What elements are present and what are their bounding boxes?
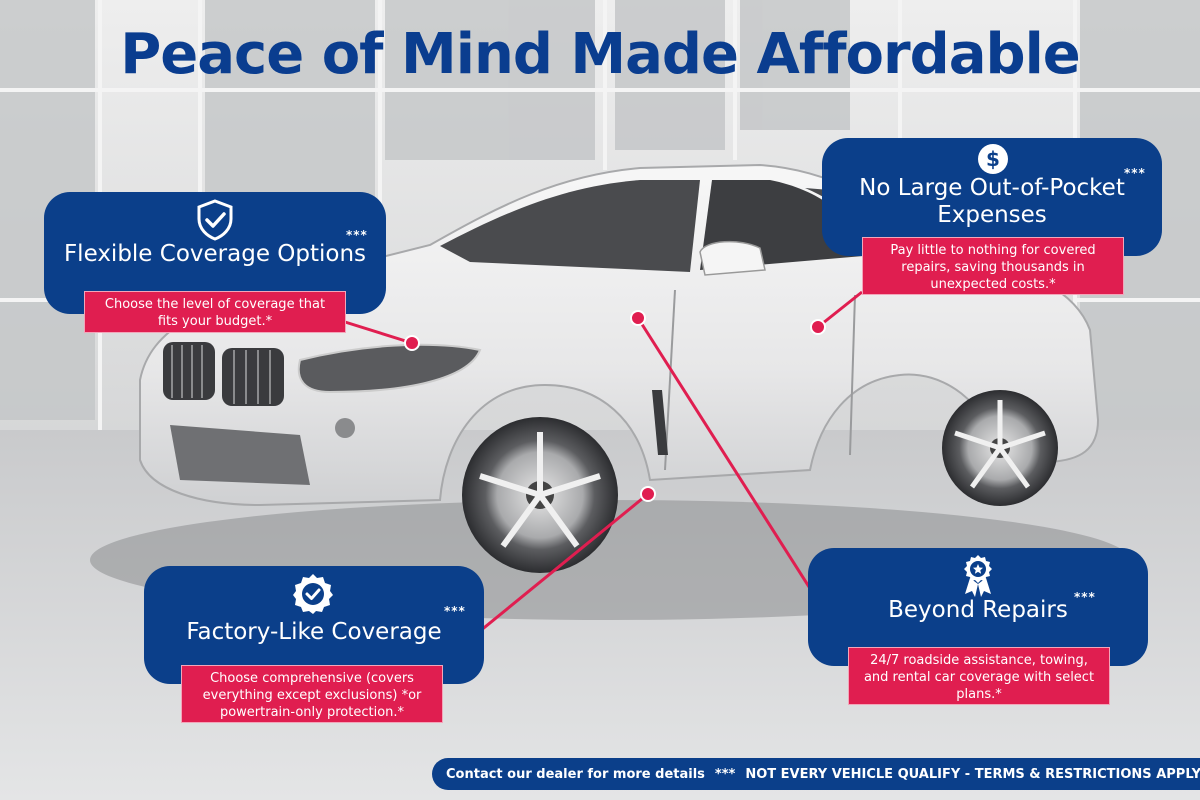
dollar-coin-icon: $ <box>976 142 1010 180</box>
flexible-coverage-description: Choose the level of coverage that fits y… <box>84 291 346 333</box>
footer-asterisk-mark: *** <box>714 766 736 782</box>
no-large-expenses-title-line1: No Large Out-of-Pocket <box>859 175 1125 201</box>
svg-text:$: $ <box>986 147 1000 171</box>
no-large-expenses-title-line2: Expenses <box>937 202 1047 228</box>
beyond-repairs-title: Beyond Repairs <box>888 597 1068 623</box>
footer-disclaimer-text: NOT EVERY VEHICLE QUALIFY - TERMS & REST… <box>745 766 1200 782</box>
asterisk-mark: *** <box>346 228 368 242</box>
footer-contact-text: Contact our dealer for more details <box>446 766 705 782</box>
factory-coverage-description: Choose comprehensive (covers everything … <box>181 665 443 723</box>
no-large-expenses-panel: $ *** No Large Out-of-Pocket Expenses <box>822 138 1162 256</box>
flexible-coverage-title: Flexible Coverage Options <box>63 241 367 267</box>
asterisk-mark: *** <box>444 604 466 618</box>
footer-bar: Contact our dealer for more details *** … <box>432 758 1200 790</box>
shield-check-icon <box>193 198 237 246</box>
no-large-expenses-description: Pay little to nothing for covered repair… <box>862 237 1124 295</box>
asterisk-mark: *** <box>1074 590 1096 604</box>
page-title: Peace of Mind Made Affordable <box>120 22 1081 87</box>
beyond-repairs-panel: *** Beyond Repairs <box>808 548 1148 666</box>
award-ribbon-icon <box>961 554 995 602</box>
beyond-repairs-description: 24/7 roadside assistance, towing, and re… <box>848 647 1110 705</box>
factory-coverage-panel: *** Factory-Like Coverage <box>144 566 484 684</box>
factory-coverage-title: Factory-Like Coverage <box>186 619 442 645</box>
asterisk-mark: *** <box>1124 166 1146 180</box>
check-badge-icon <box>292 572 334 618</box>
